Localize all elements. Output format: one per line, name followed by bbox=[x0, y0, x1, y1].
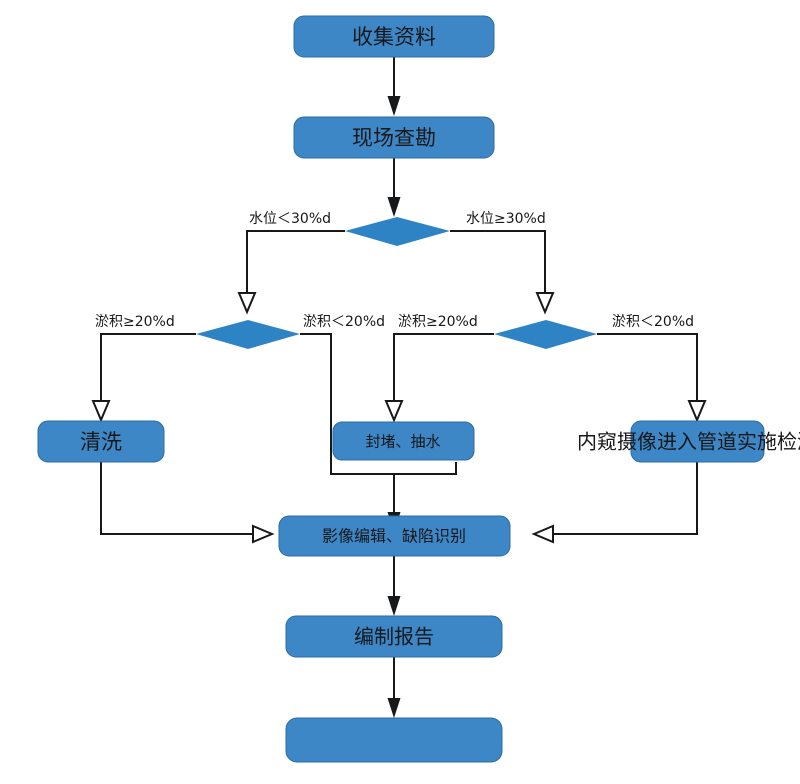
edge-plug-pump-to-inspection bbox=[531, 462, 698, 544]
node-compile-report[interactable] bbox=[285, 717, 503, 763]
node-video-editing-defect-id[interactable]: 编制报告 bbox=[285, 615, 503, 658]
node-cctv-inspection-label: 影像编辑、缺陷识别 bbox=[322, 527, 466, 546]
node-site-survey[interactable]: 现场查勘 bbox=[293, 116, 495, 159]
edge-label-silt-low-right: 淤积＜20%d bbox=[612, 314, 694, 330]
node-plug-pump-shape[interactable] bbox=[630, 420, 765, 463]
node-decision-water-level-shape[interactable] bbox=[345, 217, 450, 246]
node-wash-label: 清洗 bbox=[80, 430, 122, 454]
node-collect-data-shape[interactable] bbox=[293, 15, 495, 58]
node-decision-silt-right[interactable] bbox=[494, 320, 597, 349]
node-plug-pump-label: 内窥摄像进入管道实施检测 bbox=[577, 430, 800, 454]
node-collect-data[interactable]: 收集资料 bbox=[293, 15, 495, 58]
node-plug-pump-wash-label: 封堵、抽水 bbox=[365, 433, 440, 451]
edge-decision1-right-to-decision3 bbox=[450, 230, 555, 315]
edge-decision3-left-to-plug-pump-wash bbox=[384, 333, 494, 423]
node-video-editing-defect-id-shape[interactable] bbox=[285, 615, 503, 658]
node-wash[interactable]: 清洗 bbox=[37, 420, 165, 463]
node-wash-shape[interactable] bbox=[37, 420, 165, 463]
node-collect-data-label: 收集资料 bbox=[352, 25, 436, 49]
edge-decision2-left-to-wash bbox=[91, 333, 196, 423]
edge-decision3-right-to-plug-pump bbox=[597, 333, 707, 423]
edge-label-water-high: 水位≥30%d bbox=[466, 211, 546, 227]
edge-label-silt-high-left: 淤积≥20%d bbox=[95, 314, 175, 330]
edge-collect-to-survey bbox=[387, 57, 401, 116]
node-plug-pump-wash-shape[interactable] bbox=[332, 421, 475, 461]
node-cctv-inspection[interactable]: 影像编辑、缺陷识别 bbox=[278, 515, 511, 557]
edge-label-silt-high-right: 淤积≥20%d bbox=[398, 314, 478, 330]
edge-label-silt-low-left: 淤积＜20%d bbox=[303, 314, 385, 330]
edge-wash-to-inspection bbox=[100, 462, 275, 544]
edge-label-water-low: 水位＜30%d bbox=[249, 211, 331, 227]
node-video-editing-defect-id-label: 编制报告 bbox=[354, 625, 434, 649]
node-plug-pump-wash[interactable]: 封堵、抽水 bbox=[332, 421, 475, 461]
node-site-survey-shape[interactable] bbox=[293, 116, 495, 159]
node-cctv-inspection-shape[interactable] bbox=[278, 515, 511, 557]
node-decision-water-level[interactable] bbox=[345, 217, 450, 246]
edge-survey-to-decision1 bbox=[387, 158, 401, 217]
node-decision-silt-left[interactable] bbox=[196, 320, 300, 349]
node-compile-report-shape[interactable] bbox=[285, 717, 503, 763]
edge-inspection-to-editing bbox=[387, 556, 401, 616]
edge-editing-to-report bbox=[387, 657, 401, 718]
node-decision-silt-left-shape[interactable] bbox=[196, 320, 300, 349]
node-decision-silt-right-shape[interactable] bbox=[494, 320, 597, 349]
node-site-survey-label: 现场查勘 bbox=[352, 126, 436, 150]
edge-decision2-right-to-inspection bbox=[300, 333, 394, 475]
node-plug-pump[interactable]: 内窥摄像进入管道实施检测 bbox=[577, 420, 800, 463]
edge-decision1-left-to-decision2 bbox=[237, 230, 345, 315]
